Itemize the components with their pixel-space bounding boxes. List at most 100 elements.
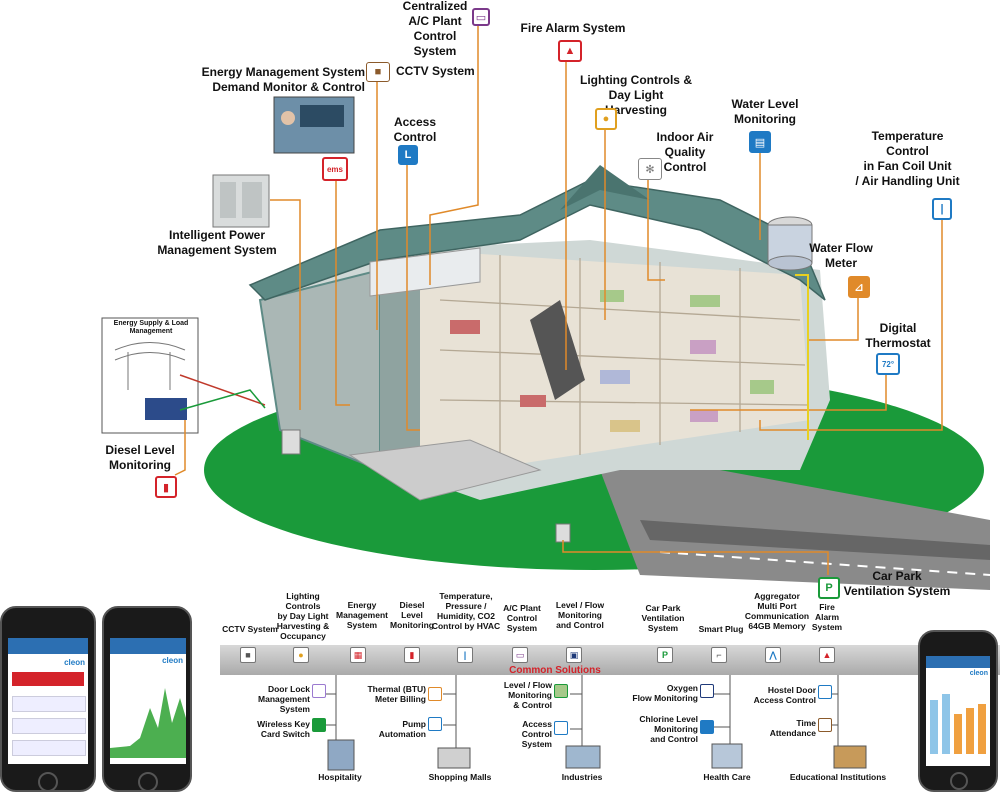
- education-item-attendance: Time Attendance: [769, 718, 816, 738]
- school-building: [833, 745, 867, 769]
- escalator: [530, 300, 585, 400]
- label-energy-supply: Energy Supply & Load Management: [113, 320, 189, 335]
- phone-right: cleon: [918, 630, 998, 792]
- bar-label-fire-alarm: Fire Alarm System: [811, 602, 843, 632]
- bar-label-level-flow: Level / Flow Monitoring and Control: [555, 600, 605, 630]
- ac-plant-icon: ▭: [472, 8, 490, 26]
- phone-right-logo: cleon: [969, 670, 988, 677]
- bar-aggregator-icon: ⋀: [765, 647, 781, 663]
- pump-icon: [428, 717, 442, 731]
- industry-building: [565, 745, 601, 769]
- attendance-icon: [818, 718, 832, 732]
- bar-bulb-icon: ●: [293, 647, 309, 663]
- bar-cctv-icon: ■: [240, 647, 256, 663]
- phone-right-chart: [930, 694, 986, 754]
- bar-fuel-icon: ▮: [404, 647, 420, 663]
- fire-icon: ▲: [558, 40, 582, 62]
- education-item-hostel: Hostel Door Access Control: [753, 685, 816, 705]
- phone-right-home-button[interactable]: [950, 772, 968, 790]
- industries-item-level-flow: Level / Flow Monitoring & Control: [503, 680, 552, 710]
- ems-icon: ems: [322, 157, 348, 181]
- label-cctv: CCTV System: [396, 64, 475, 78]
- label-access-control: Access Control: [393, 115, 437, 144]
- label-centralized-ac: Centralized A/C Plant Control System: [402, 0, 468, 58]
- road: [600, 470, 990, 590]
- phone-middle-chart: [110, 688, 186, 758]
- phone-left-logo: cleon: [64, 658, 85, 667]
- mall-building: [437, 747, 471, 769]
- label-fire-alarm: Fire Alarm System: [520, 21, 626, 35]
- phone-right-screen: cleon: [926, 656, 990, 766]
- hospital-building: [711, 743, 743, 769]
- hospitality-item-key-card: Wireless Key Card Switch: [257, 719, 310, 739]
- malls-item-pump: Pump Automation: [378, 719, 426, 739]
- fuel-pump-icon: ▮: [155, 476, 177, 498]
- label-power-management: Intelligent Power Management System: [157, 228, 277, 257]
- roof: [248, 179, 826, 301]
- phone-left-home-button[interactable]: [38, 772, 58, 792]
- bar-label-temperature: Temperature, Pressure / Humidity, CO2 Co…: [431, 591, 501, 631]
- fan-icon: ✻: [638, 158, 662, 180]
- malls-item-btu: Thermal (BTU) Meter Billing: [367, 684, 426, 704]
- sector-shopping-malls: Shopping Malls: [428, 772, 492, 782]
- sector-industries: Industries: [561, 772, 603, 782]
- bar-car-park-icon: P: [657, 647, 673, 663]
- oxygen-icon: [700, 684, 714, 698]
- bar-label-ac-plant: A/C Plant Control System: [503, 603, 541, 633]
- level-flow-icon: [554, 684, 568, 698]
- bar-label-smart-plug: Smart Plug: [698, 624, 744, 634]
- phone-middle-logo: cleon: [162, 656, 183, 665]
- label-car-park: Car Park Ventilation System: [843, 569, 951, 598]
- phone-middle-screen: cleon: [110, 638, 186, 764]
- bar-thermometer-icon: |: [457, 647, 473, 663]
- bar-label-lighting: Lighting Controls by Day Light Harvestin…: [276, 591, 330, 641]
- health-item-oxygen: Oxygen Flow Monitoring: [632, 683, 698, 703]
- phone-middle: cleon: [102, 606, 192, 792]
- label-diesel-level: Diesel Level Monitoring: [105, 443, 175, 472]
- key-card-icon: [312, 718, 326, 732]
- common-solutions-bar: [220, 645, 1000, 675]
- bar-ems-icon: ▦: [350, 647, 366, 663]
- access-control-icon: L: [398, 145, 418, 165]
- bulb-icon: ●: [595, 108, 617, 130]
- bar-plug-icon: ⌐: [711, 647, 727, 663]
- phone-left-screen: cleon: [8, 638, 88, 764]
- sector-health-care: Health Care: [703, 772, 751, 782]
- health-item-chlorine: Chlorine Level Monitoring and Control: [639, 714, 698, 744]
- hospitality-building: [327, 739, 355, 771]
- bar-label-cctv: CCTV System: [222, 624, 278, 634]
- entrance: [348, 439, 542, 501]
- sector-hospitality: Hospitality: [318, 772, 362, 782]
- water-flow-icon: ⊿: [848, 276, 870, 298]
- bar-label-diesel: Diesel Level Monitoring: [390, 600, 434, 630]
- label-water-level: Water Level Monitoring: [731, 97, 799, 126]
- btu-meter-icon: [428, 687, 442, 701]
- bar-label-aggregator: Aggregator Multi Port Communication 64GB…: [744, 591, 810, 631]
- sector-educational: Educational Institutions: [789, 772, 887, 782]
- common-solutions-label: Common Solutions: [509, 665, 601, 676]
- bar-fire-icon: ▲: [819, 647, 835, 663]
- label-energy-management: Energy Management System Demand Monitor …: [201, 65, 365, 94]
- bar-ac-icon: ▭: [512, 647, 528, 663]
- hostel-access-icon: [818, 685, 832, 699]
- label-digital-thermostat: Digital Thermostat: [865, 321, 931, 350]
- door-lock-icon: [312, 684, 326, 698]
- label-indoor-air: Indoor Air Quality Control: [656, 130, 714, 174]
- connector-wires: [174, 26, 943, 575]
- roof-ac-unit: [369, 247, 481, 297]
- phone-left: cleon: [0, 606, 96, 792]
- water-tank-icon: ▤: [749, 131, 771, 153]
- thermostat-icon: 72°: [876, 353, 900, 375]
- label-lighting-controls: Lighting Controls & Day Light Harvesting: [580, 73, 692, 117]
- hospitality-item-door-lock: Door Lock Management System: [258, 684, 310, 714]
- access-system-icon: [554, 721, 568, 735]
- label-temperature-control: Temperature Control in Fan Coil Unit / A…: [855, 129, 960, 188]
- cctv-camera-icon: ■: [366, 62, 390, 82]
- bar-level-icon: ▣: [566, 647, 582, 663]
- industries-item-access: Access Control System: [521, 719, 552, 749]
- thermometer-icon: |: [932, 198, 952, 220]
- phone-middle-home-button[interactable]: [138, 772, 158, 792]
- car-park-icon: P: [818, 577, 840, 599]
- label-water-flow: Water Flow Meter: [809, 241, 873, 270]
